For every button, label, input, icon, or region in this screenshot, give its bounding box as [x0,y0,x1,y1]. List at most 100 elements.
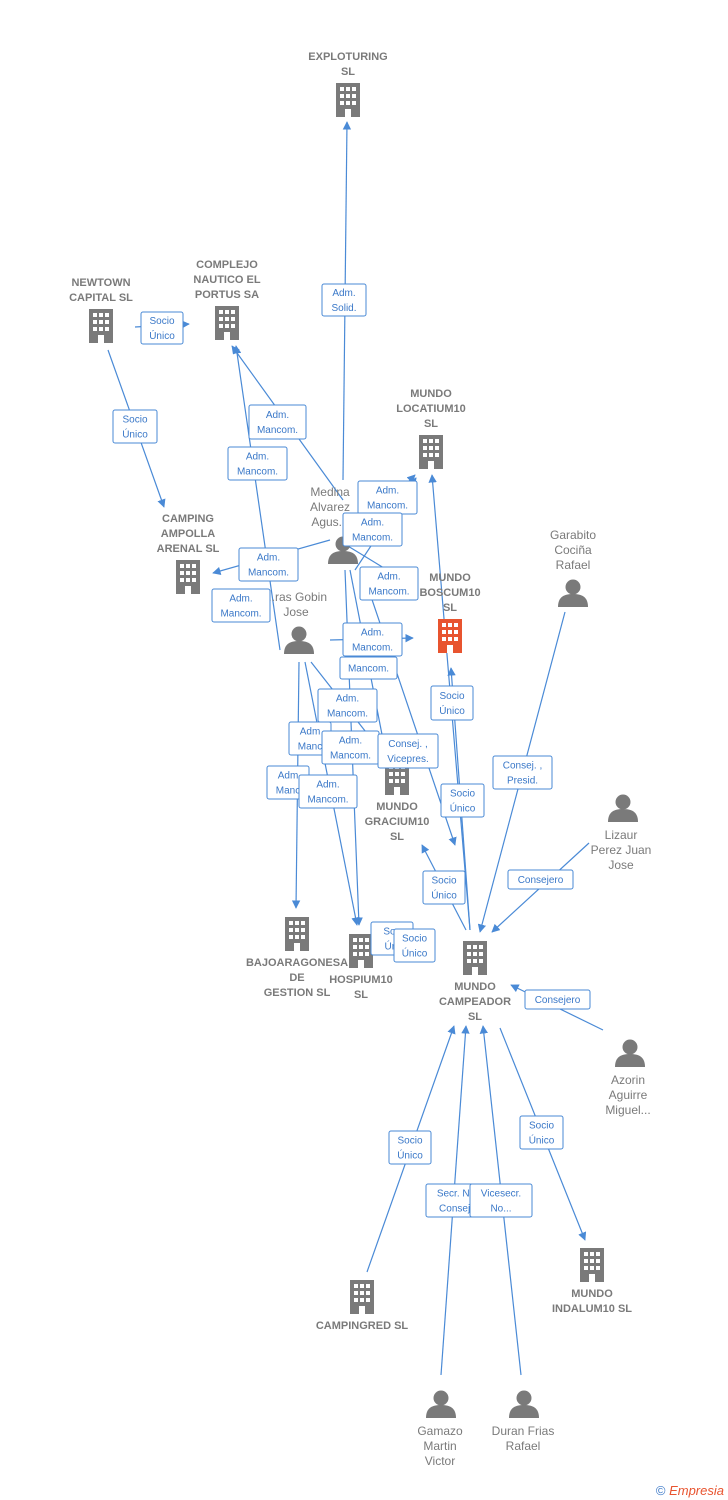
relationship-label: No... [490,1204,511,1215]
relationship-label: Consej. , [503,761,542,772]
relationship-label-box[interactable]: Adm.Mancom. [321,730,380,765]
relationship-label-box[interactable]: Consej. ,Vicepres. [377,733,439,769]
relationship-label: Mancom. [352,643,393,654]
building-icon [349,934,373,968]
relationship-label: Socio [402,934,427,945]
relationship-label: Manc [276,786,300,797]
relationship-label-box[interactable]: Adm.Mancom. [359,566,419,601]
company-label: MUNDO [454,981,496,993]
person-icon [509,1390,539,1418]
person-label: Jose [608,858,634,872]
relationship-label: Mancom. [327,709,368,720]
relationship-label-box[interactable]: Adm. Mancom. [298,774,358,809]
person-node-medina[interactable]: MedinaAlvarezAgus... [310,485,358,564]
relationship-label: Adm. [377,572,400,583]
building-icon [350,1280,374,1314]
company-label: CAMPEADOR [439,996,511,1008]
relationship-label: Consejero [535,995,581,1006]
relationship-label-box[interactable]: Consej. ,Presid. [492,755,553,790]
company-node-campingred[interactable]: CAMPINGRED SL [316,1280,409,1332]
company-label: SL [443,602,457,614]
relationship-label-box[interactable]: Consejero [524,989,591,1010]
relationship-label: Mancom. [237,467,278,478]
person-label: Azorin [611,1073,645,1087]
relationship-label: Adm. [266,410,289,421]
building-icon [463,941,487,975]
relationship-label-box[interactable]: Adm.Mancom. [227,446,288,481]
relationship-label-box[interactable]: Adm.Mancom. [317,688,378,723]
company-label: EXPLOTURING [308,51,387,63]
company-label: BOSCUM10 [419,587,480,599]
relationship-label-box[interactable]: Mancom. [339,656,398,680]
relationship-label: Mancom. [367,501,408,512]
company-label: COMPLEJO [196,259,258,271]
relationship-label-box[interactable]: Adm.Mancom. [211,588,271,623]
relationship-label: Único [402,947,428,960]
relationship-label-box[interactable]: Adm. Mancom. [342,622,403,657]
relationship-label-box[interactable]: Adm.Mancom. [248,404,307,440]
relationship-label: Adm. [316,780,339,791]
relationship-label: Adm. [361,518,384,529]
company-label: HOSPIUM10 [329,974,393,986]
relationship-label: Socio [397,1136,422,1147]
relationship-label: Mancom. [220,609,261,620]
company-label: MUNDO [410,388,452,400]
relationship-label: Adm. [361,628,384,639]
company-label: CAMPINGRED SL [316,1320,409,1332]
company-label: MUNDO [429,572,471,584]
relationship-label-box[interactable]: Adm.Mancom. [357,480,418,515]
relationship-label-box[interactable]: Adm.Solid. [321,283,367,317]
footer-brand[interactable]: © Empresia [656,1483,724,1498]
relationship-label: Único [529,1134,555,1147]
relationship-label-box[interactable]: Adm.Mancom. [342,512,403,547]
person-label: Victor [425,1454,455,1468]
relationship-label: Manc [298,742,322,753]
company-label: GESTION SL [264,987,331,999]
person-label: Jose [283,605,309,619]
company-node-exploturing[interactable]: EXPLOTURING SL [308,51,388,117]
relationship-label: Mancom. [330,751,371,762]
relationship-label: Consejero [518,875,564,886]
relationship-label: Adm [278,771,299,782]
relationship-label: Socio [529,1121,554,1132]
relationship-label-box[interactable]: Vicesecr.No... [469,1183,533,1218]
building-icon [336,83,360,117]
person-label: Cociña [554,543,592,557]
person-icon [284,626,314,654]
company-label: CAMPING [162,513,214,525]
company-label: LOCATIUM10 [396,403,465,415]
company-label: SL [341,66,355,78]
building-icon [285,917,309,951]
relationship-label-box[interactable]: Consejero [507,869,574,890]
company-label: ARENAL SL [157,543,220,555]
person-node-azorin[interactable]: AzorinAguirreMiguel... [605,1039,651,1118]
relationship-label-box[interactable]: Adm.Mancom. [238,547,299,582]
relationship-label: Mancom. [307,795,348,806]
